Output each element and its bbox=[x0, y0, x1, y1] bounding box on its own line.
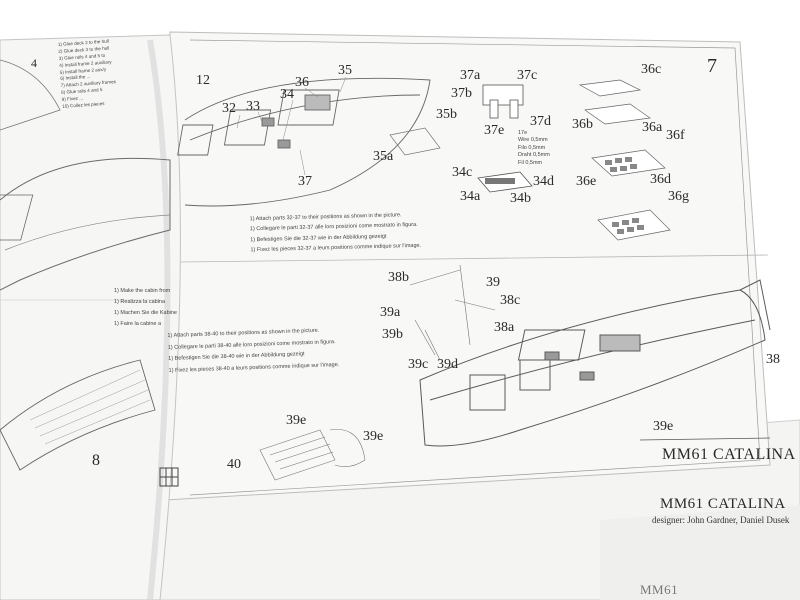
part-label-38c: 39e bbox=[286, 413, 307, 428]
part-label-38b: 40 bbox=[227, 457, 241, 472]
under-sheet-title-partial: MM61 bbox=[640, 582, 679, 597]
left-mid-note: 1) Machen Sie die Kabine bbox=[114, 310, 177, 316]
left-hull-rail bbox=[4, 214, 171, 251]
part-37-detail bbox=[482, 84, 524, 119]
part-label-39d: 39 bbox=[486, 275, 500, 290]
under-sheet-corner bbox=[600, 505, 800, 600]
part-label-38a: 39e bbox=[363, 429, 384, 444]
part-label-37d: 37d bbox=[530, 114, 551, 129]
boat-top-drawing bbox=[177, 77, 431, 207]
boat-top-leaders bbox=[236, 76, 347, 176]
part-label-36b: 36b bbox=[572, 117, 593, 132]
wire-note-line: Filo 0,5mm bbox=[518, 144, 546, 151]
under-sheet-designer: designer: John Gardner, Daniel Dusek bbox=[652, 515, 790, 525]
left-sheet bbox=[0, 34, 181, 600]
step-divider bbox=[179, 254, 769, 263]
part-label-36: 36 bbox=[295, 75, 309, 90]
title-rule bbox=[639, 437, 771, 441]
part-label-39e-c: 39d bbox=[437, 357, 458, 372]
part-label-33: 33 bbox=[246, 99, 260, 114]
wire-note: 17e Wire 0,5mm Filo 0,5mm Draht 0,5mm Fi… bbox=[518, 130, 550, 167]
part-label-37c: 37c bbox=[517, 68, 538, 83]
part-label-39c: 38c bbox=[500, 293, 521, 308]
brand-logo bbox=[159, 467, 179, 487]
part-label-36a: 36a bbox=[642, 120, 663, 135]
part-36-windows bbox=[605, 157, 644, 234]
part-label-38: 39e bbox=[653, 419, 674, 434]
part-label-35b: 35b bbox=[436, 107, 457, 122]
left-notes: 1) Glue deck 2 to the hull 2) Glue deck … bbox=[58, 38, 118, 111]
left-hull-planking bbox=[0, 359, 156, 471]
part-label-36g: 36g bbox=[668, 189, 689, 204]
left-cabin-block bbox=[0, 194, 34, 241]
under-sheet-title: MM61 CATALINA bbox=[660, 496, 786, 512]
part-label-34: 34 bbox=[280, 87, 294, 102]
left-page-number-bottom: 8 bbox=[92, 452, 100, 469]
page-number-7: 7 bbox=[707, 55, 717, 77]
left-mid-note: 1) Faire la cabine a bbox=[114, 321, 162, 327]
wire-note-line: Draht 0,5mm bbox=[518, 152, 550, 159]
part-label-39b: 38b bbox=[388, 270, 409, 285]
part-34-grille bbox=[485, 178, 515, 184]
wire-note-line: 17e bbox=[518, 130, 528, 136]
part-label-40: 39c bbox=[408, 357, 429, 372]
part-label-34a: 34a bbox=[460, 189, 481, 204]
part-label-34c: 34c bbox=[452, 165, 473, 180]
mast-detail bbox=[409, 264, 496, 361]
part-label-37: 37 bbox=[298, 174, 312, 189]
part-label-36f: 36f bbox=[666, 128, 685, 143]
part-label-35: 35 bbox=[338, 63, 352, 78]
part-label-34b: 34b bbox=[510, 191, 531, 206]
part-label-39e-b: 39b bbox=[382, 327, 403, 342]
wire-note-line: Wire 0,5mm bbox=[518, 137, 548, 144]
left-mid-note: 1) Make the cabin from bbox=[114, 288, 171, 294]
boat-bottom-drawing bbox=[419, 279, 771, 447]
part-label-36d: 36d bbox=[650, 172, 671, 187]
part-label-37b: 37b bbox=[451, 86, 472, 101]
left-mid-note: 1) Realizza la cabina bbox=[114, 299, 166, 305]
wire-note-line: Fil 0,5mm bbox=[518, 159, 543, 166]
left-hull-stripes bbox=[29, 369, 151, 445]
part-label-37e: 37e bbox=[484, 123, 505, 138]
part-label-32: 32 bbox=[222, 101, 236, 116]
page-fold-shadow bbox=[147, 39, 171, 600]
left-mid-notes: 1) Make the cabin from 1) Realizza la ca… bbox=[114, 286, 177, 330]
instructions-top: 1) Attach parts 32-37 to their positions… bbox=[249, 210, 422, 256]
page-frame bbox=[189, 39, 761, 496]
part-label-36e: 36e bbox=[576, 174, 597, 189]
sheet-title: MM61 CATALINA bbox=[662, 446, 796, 463]
left-hull bbox=[0, 157, 171, 291]
part-label-36c: 36c bbox=[641, 62, 662, 77]
part-35a-detail bbox=[389, 127, 441, 156]
instructions-bottom: 1) Attach parts 38-40 to their positions… bbox=[167, 325, 339, 377]
part-label-39: 38 bbox=[766, 352, 780, 367]
part-label-12: 12 bbox=[196, 73, 210, 88]
part-label-37a: 37a bbox=[460, 68, 481, 83]
part-38-detail bbox=[259, 429, 366, 481]
part-label-39a: 38a bbox=[494, 320, 515, 335]
part-label-35a: 35a bbox=[373, 149, 394, 164]
part-label-34d: 34d bbox=[533, 174, 554, 189]
left-page-number: 4 bbox=[31, 56, 37, 70]
part-label-39e-a: 39a bbox=[380, 305, 401, 320]
left-hull-top bbox=[0, 59, 61, 131]
